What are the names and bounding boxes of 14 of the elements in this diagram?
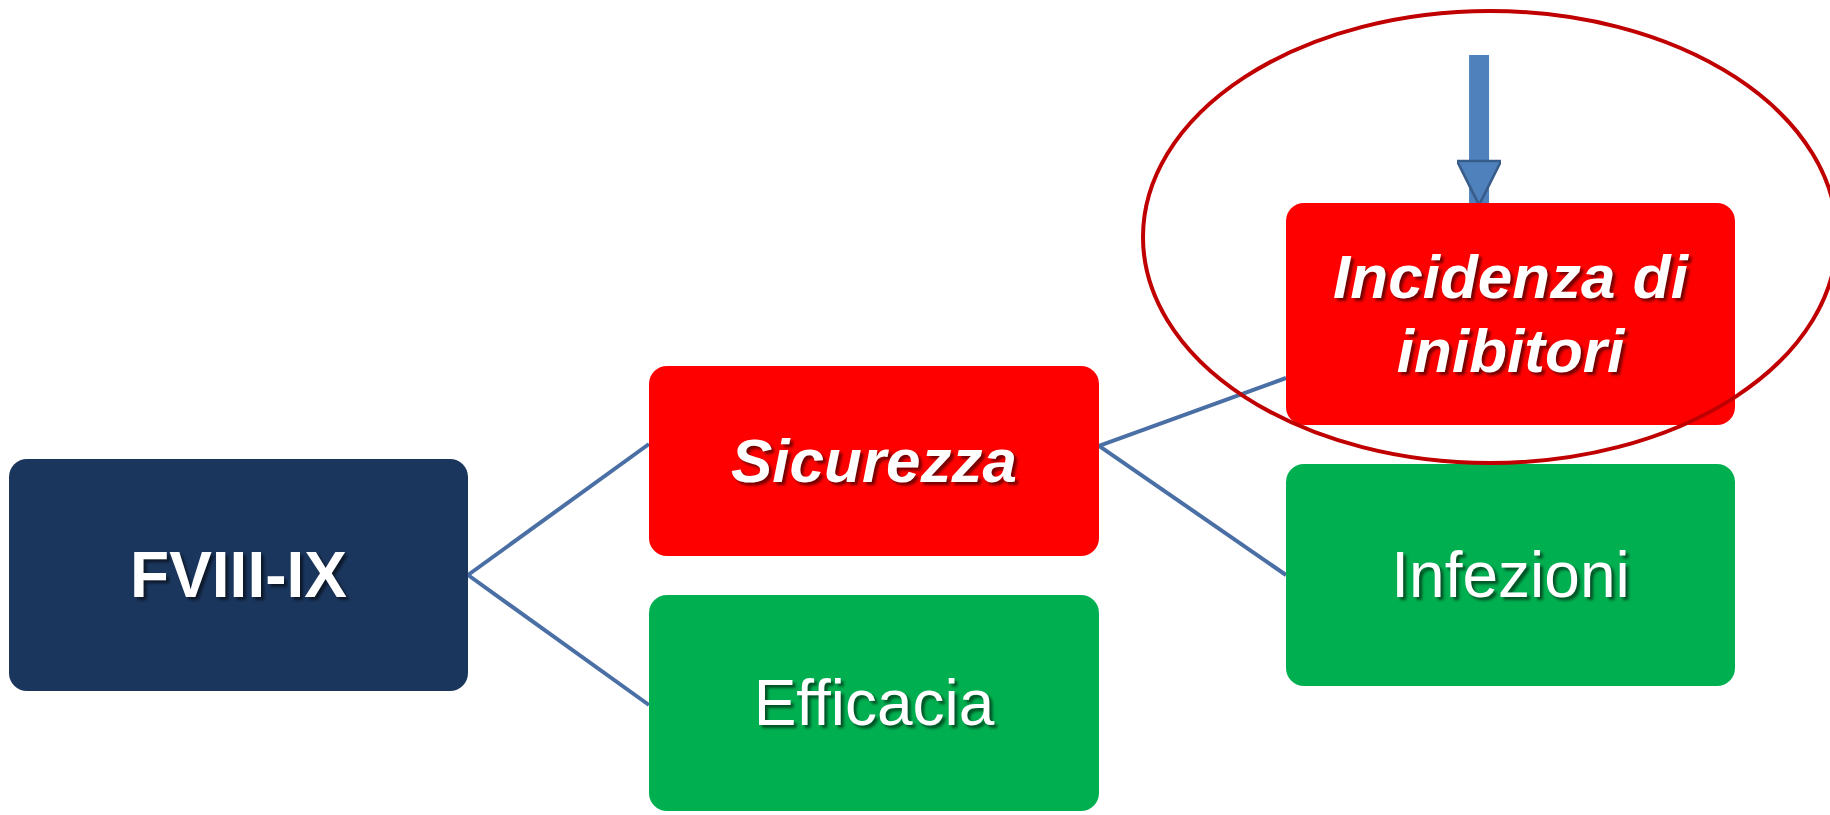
connector-line: [466, 573, 651, 707]
box-label: Incidenza di inibitori: [1332, 240, 1690, 387]
highlighted-box: [1286, 203, 1735, 425]
box-label: Infezioni: [1391, 537, 1630, 613]
root-box: [9, 459, 468, 691]
box-label: FVIII-IX: [130, 537, 347, 613]
connector-line: [1098, 376, 1287, 448]
connector-line: [1097, 444, 1288, 577]
subcategory-box: [1286, 464, 1735, 686]
category-box: [649, 366, 1099, 556]
category-box: [649, 595, 1099, 811]
box-label: Sicurezza: [731, 424, 1017, 497]
connector-line: [466, 442, 651, 577]
box-label: Efficacia: [753, 665, 995, 741]
